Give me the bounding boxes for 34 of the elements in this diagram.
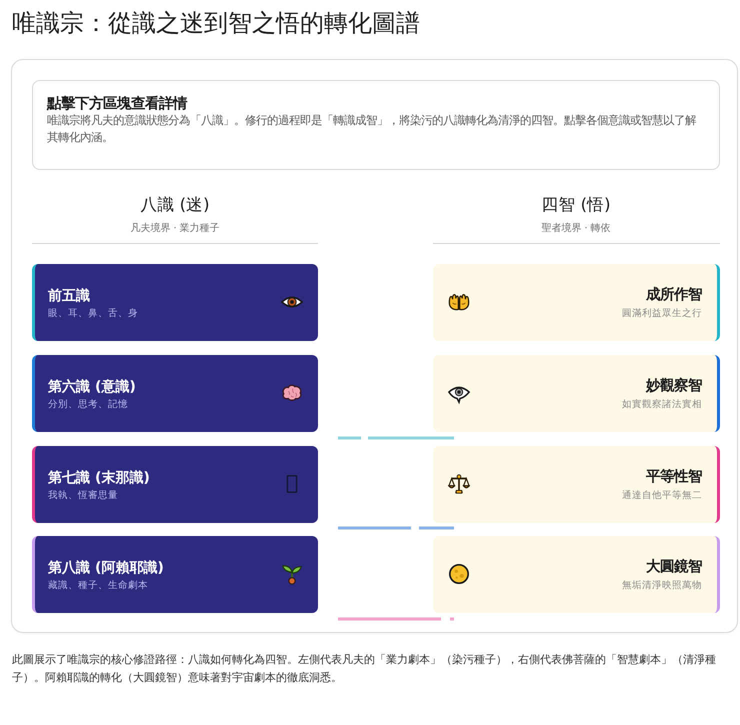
card-subtitle: 我執、恆審思量	[48, 489, 118, 502]
wisdom-card	[433, 446, 720, 523]
column-heading: 四智 (悟)	[541, 194, 611, 216]
consciousness-card	[32, 536, 318, 613]
card-title: 第七識 (末那識)	[48, 469, 150, 488]
column-heading: 八識 (迷)	[140, 194, 210, 216]
card-subtitle: 如實觀察諸法實相	[622, 398, 702, 411]
column-subtitle: 聖者境界 · 轉依	[541, 222, 611, 236]
panel	[11, 59, 738, 633]
column-subtitle: 凡夫境界 · 業力種子	[130, 222, 220, 236]
card-subtitle: 藏識、種子、生命劇本	[48, 579, 148, 592]
card-title: 前五識	[48, 287, 90, 306]
page-title: 唯識宗：從識之迷到智之悟的轉化圖譜	[12, 8, 420, 38]
card-subtitle: 眼、耳、鼻、舌、身	[48, 307, 138, 320]
card-title: 大圓鏡智	[646, 558, 702, 577]
info-text: 唯識宗將凡夫的意識狀態分為「八識」。修行的過程即是「轉識成智」，將染污的八識轉化為清淨的四智。點擊各個意識或智慧以了解其轉化內涵。	[47, 113, 698, 146]
card-title: 第六識 (意識)	[48, 378, 136, 397]
wisdom-card	[433, 536, 720, 613]
info-heading: 點擊下方區塊查看詳情	[47, 95, 187, 114]
caption: 此圖展示了唯識宗的核心修證路徑：八識如何轉化為四智。左側代表凡夫的「業力劇本」（染污種子），右側代表佛菩薩的「智慧劇本」（清淨種子）。阿賴耶識的轉化（大圓鏡智）意味著對宇宙劇本的徹底洞悉。	[12, 652, 717, 686]
consciousness-card	[32, 355, 318, 432]
card-subtitle: 無垢清淨映照萬物	[622, 579, 702, 592]
wisdom-card	[433, 264, 720, 341]
wisdom-card	[433, 355, 720, 432]
card-title: 妙觀察智	[646, 377, 702, 396]
card-subtitle: 分別、思考、記憶	[48, 398, 128, 411]
card-title: 第八識 (阿賴耶識)	[48, 559, 164, 578]
info-box	[32, 80, 720, 170]
consciousness-card	[32, 264, 318, 341]
card-subtitle: 圓滿利益眾生之行	[622, 307, 702, 320]
card-subtitle: 通達自他平等無二	[622, 489, 702, 502]
consciousness-card	[32, 446, 318, 523]
card-title: 成所作智	[646, 286, 702, 305]
card-title: 平等性智	[646, 468, 702, 487]
